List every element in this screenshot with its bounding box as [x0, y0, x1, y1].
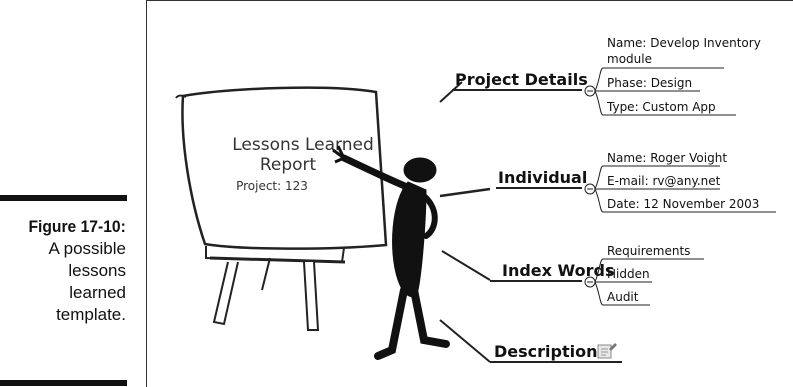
leaf-email: E-mail: rv@any.net	[607, 174, 721, 188]
branch-title-individual: Individual	[498, 168, 587, 187]
leaf-audit: Audit	[607, 290, 639, 304]
caption-bottom-rule	[0, 380, 127, 386]
branch-connectors	[439, 81, 491, 363]
branch-title-project-details: Project Details	[455, 70, 588, 89]
leaf-name-cont: module	[607, 52, 652, 66]
board-title-line-1: Lessons Learned	[232, 135, 374, 155]
leaf-date: Date: 12 November 2003	[607, 197, 759, 211]
caption-top-rule	[0, 195, 127, 201]
branch-description: Description	[490, 342, 622, 363]
branch-project-details: Project Details Name: Develop Inventory …	[452, 36, 761, 116]
caption-line-4: template.	[56, 305, 126, 324]
branch-title-index-words: Index Words	[502, 261, 614, 280]
leaf-hidden: Hidden	[607, 267, 650, 281]
note-icon[interactable]	[597, 343, 617, 359]
branch-index-words: Index Words Requirements Hidden Audit	[490, 244, 704, 306]
figure-caption: Figure 17-10: A possible lessons learned…	[20, 216, 126, 326]
caption-line-3: learned	[69, 283, 126, 302]
leaf-type: Type: Custom App	[606, 100, 716, 114]
leaf-name: Name: Roger Voight	[607, 151, 727, 165]
easel-board	[175, 86, 388, 331]
mindmap-figure: Lessons Learned Report Project: 123 Proj…	[175, 36, 776, 363]
leaf-name: Name: Develop Inventory	[607, 36, 761, 50]
figure-frame	[146, 0, 793, 387]
caption-line-2: lessons	[68, 261, 126, 280]
leaf-requirements: Requirements	[607, 244, 690, 258]
branch-title-description: Description	[494, 342, 597, 361]
board-title-line-2: Report	[260, 155, 317, 175]
presenter-figure	[332, 145, 450, 360]
figure-number: Figure 17-10:	[28, 217, 126, 236]
caption-line-1: A possible	[48, 239, 127, 258]
leaf-phase: Phase: Design	[607, 76, 692, 90]
board-project: Project: 123	[236, 179, 308, 193]
branch-individual: Individual Name: Roger Voight E-mail: rv…	[496, 151, 776, 213]
